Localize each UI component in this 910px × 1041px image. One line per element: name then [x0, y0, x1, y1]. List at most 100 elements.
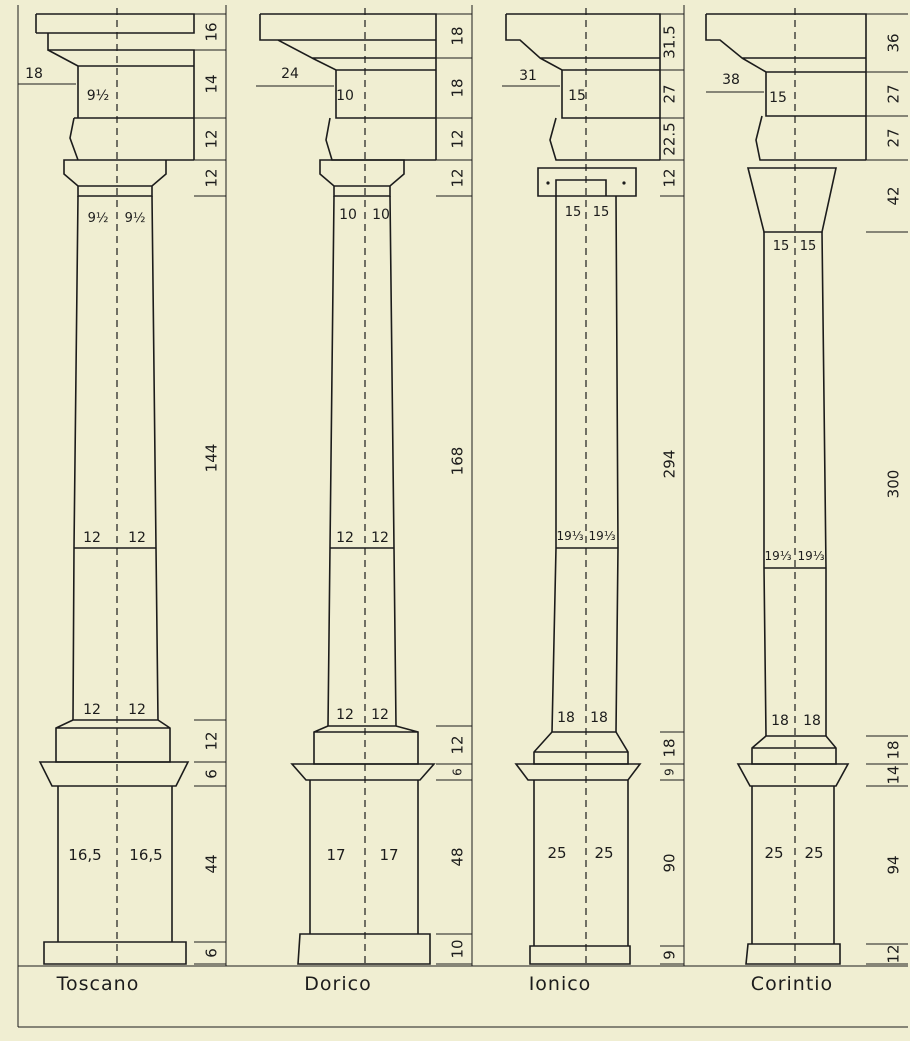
toscano-neck-width: 9½: [87, 88, 109, 104]
ionico-base: [533, 731, 629, 765]
corintio-bottom-left: 18: [771, 713, 789, 729]
toscano-top-left: 9½: [88, 211, 109, 226]
corintio-height-label: 14: [885, 765, 903, 784]
toscano-height-label: 6: [203, 948, 221, 958]
ionico-height-label: 18: [661, 738, 679, 757]
ionico-shaft: [551, 195, 619, 733]
dorico-cornice-ext: 24: [281, 66, 299, 82]
corintio-frieze: [755, 72, 866, 161]
corintio-label: Corintio: [751, 973, 833, 995]
corintio-pedestal-left: 25: [764, 844, 783, 862]
ionico-height-label: 90: [661, 853, 679, 872]
corintio-top-left: 15: [773, 239, 790, 254]
dorico-top-right: 10: [372, 207, 390, 223]
ionico-height-label: 294: [661, 450, 679, 479]
ionico-top-right: 15: [593, 205, 610, 220]
toscano-shaft: [72, 195, 159, 721]
ionico-frieze: [549, 70, 660, 161]
toscano-pedestal-left: 16,5: [68, 846, 101, 864]
corintio-height-label: 12: [885, 944, 903, 963]
ionico-volute-right: [622, 181, 626, 185]
dorico-height-label: 12: [449, 735, 467, 754]
corintio-height-label: 18: [885, 740, 903, 759]
toscano-label: Toscano: [56, 973, 140, 995]
corintio-neck-width: 15: [769, 90, 787, 106]
corintio-base: [751, 735, 837, 765]
corintio-capital: [746, 167, 837, 233]
column-toscano: 18 9½ 9½ 9½ 12 12 12 12 16,5 16,5 Toscan…: [18, 8, 195, 995]
corintio-height-label: 27: [885, 128, 903, 147]
toscano-height-label: 12: [203, 129, 221, 148]
ionico-cornice: [505, 13, 661, 160]
corintio-height-label: 94: [885, 855, 903, 874]
ionico-height-label: 9: [661, 950, 679, 960]
dorico-pedestal-right: 17: [379, 846, 398, 864]
ionico-mid-left: 19⅓: [557, 529, 584, 543]
ionico-bottom-left: 18: [557, 710, 575, 726]
toscano-height-label: 44: [203, 854, 221, 873]
toscano-height-label: 12: [203, 168, 221, 187]
ionico-cornice-ext: 31: [519, 68, 537, 84]
ionico-height-label: 31.5: [661, 25, 679, 58]
corintio-bottom-right: 18: [803, 713, 821, 729]
ionico-pedestal-left: 25: [547, 844, 566, 862]
ionico-pedestal-right: 25: [594, 844, 613, 862]
corintio-mid-right: 19⅓: [798, 549, 825, 563]
dorico-height-label: 6: [451, 768, 465, 776]
dorico-pedestal-left: 17: [326, 846, 345, 864]
toscano-frieze: [47, 49, 195, 160]
toscano-bottom-right: 12: [128, 702, 146, 718]
ionico-height-label: 22.5: [661, 122, 679, 155]
ionico-height-label: 27: [661, 84, 679, 103]
toscano-height-label: 12: [203, 731, 221, 750]
toscano-capital: [63, 117, 194, 197]
dorico-bottom-right: 12: [371, 707, 389, 723]
toscano-height-label: 14: [203, 74, 221, 93]
dorico-height-label: 168: [449, 447, 467, 476]
corintio-pedestal-right: 25: [804, 844, 823, 862]
dorico-neck-width: 10: [336, 88, 354, 104]
corintio-pedestal: [736, 763, 850, 965]
dorico-height-label: 12: [449, 168, 467, 187]
dorico-height-label: 12: [449, 129, 467, 148]
dimension-chains: 1614121214412644618181212168126481031.52…: [194, 13, 908, 965]
ionico-volute-left: [546, 181, 550, 185]
toscano-top-right: 9½: [125, 211, 146, 226]
ionico-height-label: 9: [663, 768, 677, 776]
toscano-height-label: 6: [203, 769, 221, 779]
toscano-base: [55, 719, 171, 763]
ionico-mid-right: 19⅓: [589, 529, 616, 543]
dorico-frieze: [325, 70, 436, 161]
dorico-label: Dorico: [304, 973, 371, 995]
corintio-mid-left: 19⅓: [765, 549, 792, 563]
corintio-height-label: 300: [885, 470, 903, 499]
toscano-cornice-ext: 18: [25, 66, 43, 82]
column-ionico: 31 15 15 15 19⅓ 19⅓ 18 18 25 25 Ionico: [502, 8, 661, 995]
ionico-pedestal: [514, 763, 642, 965]
dorico-mid-right: 12: [371, 530, 389, 546]
ionico-label: Ionico: [529, 973, 592, 995]
dorico-capital: [319, 159, 405, 197]
toscano-height-label: 16: [203, 22, 221, 41]
toscano-cornice: [36, 13, 195, 61]
ionico-height-label: 12: [661, 168, 679, 187]
ionico-bottom-right: 18: [590, 710, 608, 726]
toscano-bottom-left: 12: [83, 702, 101, 718]
toscano-height-label: 144: [203, 444, 221, 473]
dorico-cornice: [259, 13, 437, 160]
corintio-height-label: 36: [885, 33, 903, 52]
dorico-height-label: 10: [449, 939, 467, 958]
toscano-pedestal: [38, 761, 190, 965]
corintio-top-right: 15: [800, 239, 817, 254]
ionico-top-left: 15: [565, 205, 582, 220]
dorico-height-label: 18: [449, 26, 467, 45]
dorico-shaft: [327, 195, 397, 727]
column-dorico: 24 10 10 10 12 12 12 12 17 17 Dorico: [256, 8, 437, 995]
dorico-mid-left: 12: [336, 530, 354, 546]
dorico-bottom-left: 12: [336, 707, 354, 723]
frame: [17, 5, 908, 1028]
column-corintio: 38 15 15 15 19⅓ 19⅓ 18 18 25 25 Corintio: [705, 8, 867, 995]
ionico-neck-width: 15: [568, 88, 586, 104]
dorico-top-left: 10: [339, 207, 357, 223]
